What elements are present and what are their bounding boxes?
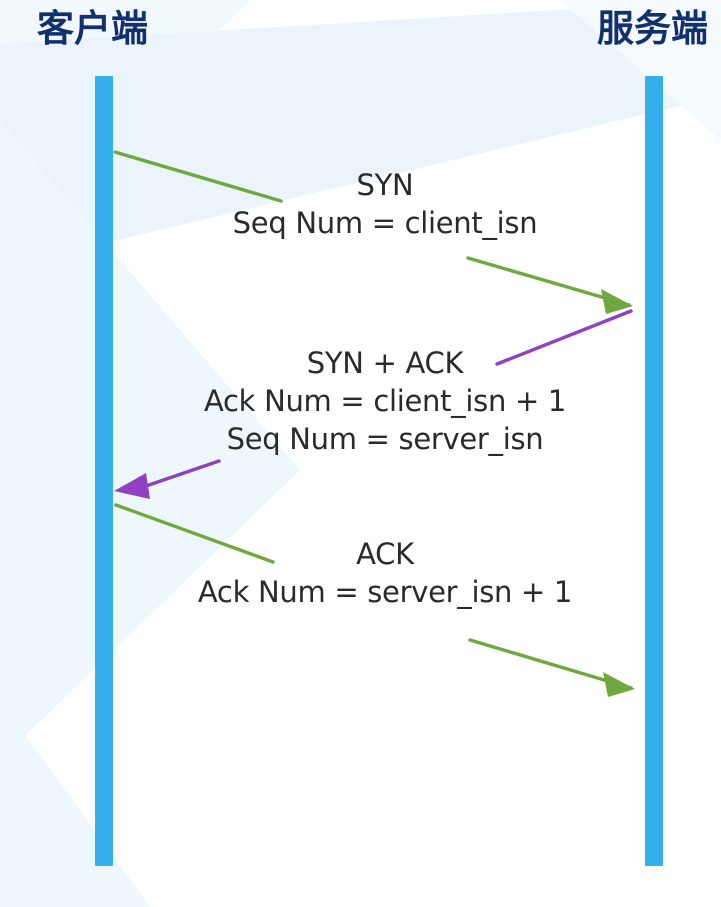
client-lifeline-bar (95, 76, 113, 866)
syn-ack-arrowhead (114, 473, 150, 499)
message-label-ack: ACK Ack Num = server_isn + 1 (75, 535, 695, 611)
message-label-syn: SYN Seq Num = client_isn (75, 166, 695, 242)
message-label-syn-ack-line-2: Ack Num = client_isn + 1 (203, 384, 567, 418)
message-label-ack-line-2: Ack Num = server_isn + 1 (197, 575, 573, 609)
ack-arrowhead (603, 672, 635, 697)
message-label-syn-line-2: Seq Num = client_isn (232, 206, 538, 240)
background-band-left (0, 120, 300, 760)
message-arrow-syn (113, 150, 633, 314)
server-lifeline-bar (645, 76, 663, 866)
syn-arrow-segment-end (466, 256, 631, 307)
ack-arrow-segment-start (114, 503, 275, 564)
message-label-ack-line-1: ACK (356, 537, 414, 571)
ack-arrow-segment-end (468, 638, 633, 690)
background-band-right (560, 0, 721, 140)
message-arrow-ack (114, 503, 635, 697)
background-band-mid (220, 560, 721, 907)
server-title: 服务端 (597, 7, 708, 50)
background-band-upper (0, 0, 721, 268)
syn-arrow-segment-start (113, 150, 283, 203)
client-lifeline (95, 76, 113, 890)
syn-ack-arrow-segment-end (141, 459, 221, 489)
syn-ack-arrow-segment-start (495, 309, 633, 366)
message-label-syn-ack-line-1: SYN + ACK (306, 346, 464, 380)
client-title: 客户端 (37, 7, 148, 50)
message-label-syn-ack: SYN + ACK Ack Num = client_isn + 1 Seq N… (75, 344, 695, 458)
message-label-syn-line-1: SYN (356, 168, 414, 202)
message-arrow-syn-ack (114, 309, 633, 499)
syn-arrowhead (601, 289, 633, 314)
message-label-syn-ack-line-3: Seq Num = server_isn (226, 422, 544, 456)
server-lifeline (645, 76, 663, 890)
